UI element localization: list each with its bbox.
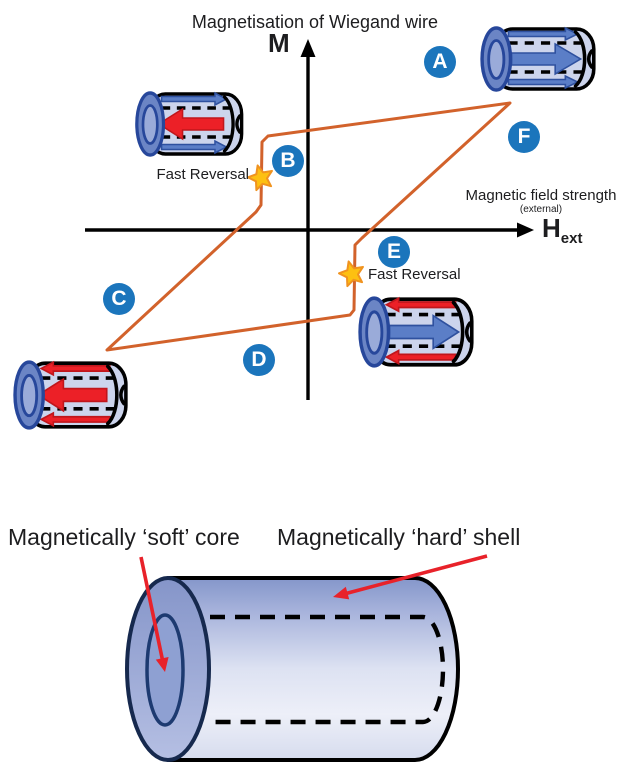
soft-core-arrowhead — [155, 657, 169, 672]
point-label-e: E — [378, 236, 410, 268]
point-label-c: C — [103, 283, 135, 315]
core-shell-diagram — [125, 554, 488, 762]
hext-label: Hext — [542, 213, 583, 248]
hard-shell-label: Magnetically ‘hard’ shell — [277, 524, 521, 550]
point-label-f: F — [508, 121, 540, 153]
x-axis-label: Magnetic field strength (external) — [450, 187, 632, 215]
cylinder-icon-c — [13, 360, 128, 430]
x-axis-label-text: Magnetic field strength — [465, 187, 617, 204]
cylinder-icon-e — [358, 296, 474, 368]
hard-shell-body — [166, 576, 460, 762]
soft-core-label: Magnetically ‘soft’ core — [8, 524, 240, 550]
fast-reversal-label-b: Fast Reversal — [156, 166, 249, 183]
x-axis-sublabel: (external) — [519, 203, 563, 215]
soft-core-arrow — [139, 556, 165, 661]
fast-reversal-label-e: Fast Reversal — [368, 266, 461, 283]
point-label-b: B — [272, 145, 304, 177]
star-icon-e — [337, 260, 364, 288]
y-axis-arrowhead — [300, 39, 316, 57]
star-icon-b — [246, 164, 273, 192]
x-axis-arrowhead — [517, 222, 534, 238]
chart-title: Magnetisation of Wiegand wire — [191, 12, 439, 32]
hard-shell-arrowhead — [333, 586, 350, 600]
cylinder-icon-b — [135, 91, 244, 157]
point-label-d: D — [243, 344, 275, 376]
hysteresis-plot — [85, 39, 534, 400]
hysteresis-loop — [105, 101, 512, 352]
cylinder-icon-a — [480, 26, 596, 92]
point-label-a: A — [424, 46, 456, 78]
hard-shell-arrow — [345, 554, 488, 596]
y-axis-label-m: M — [268, 28, 290, 58]
